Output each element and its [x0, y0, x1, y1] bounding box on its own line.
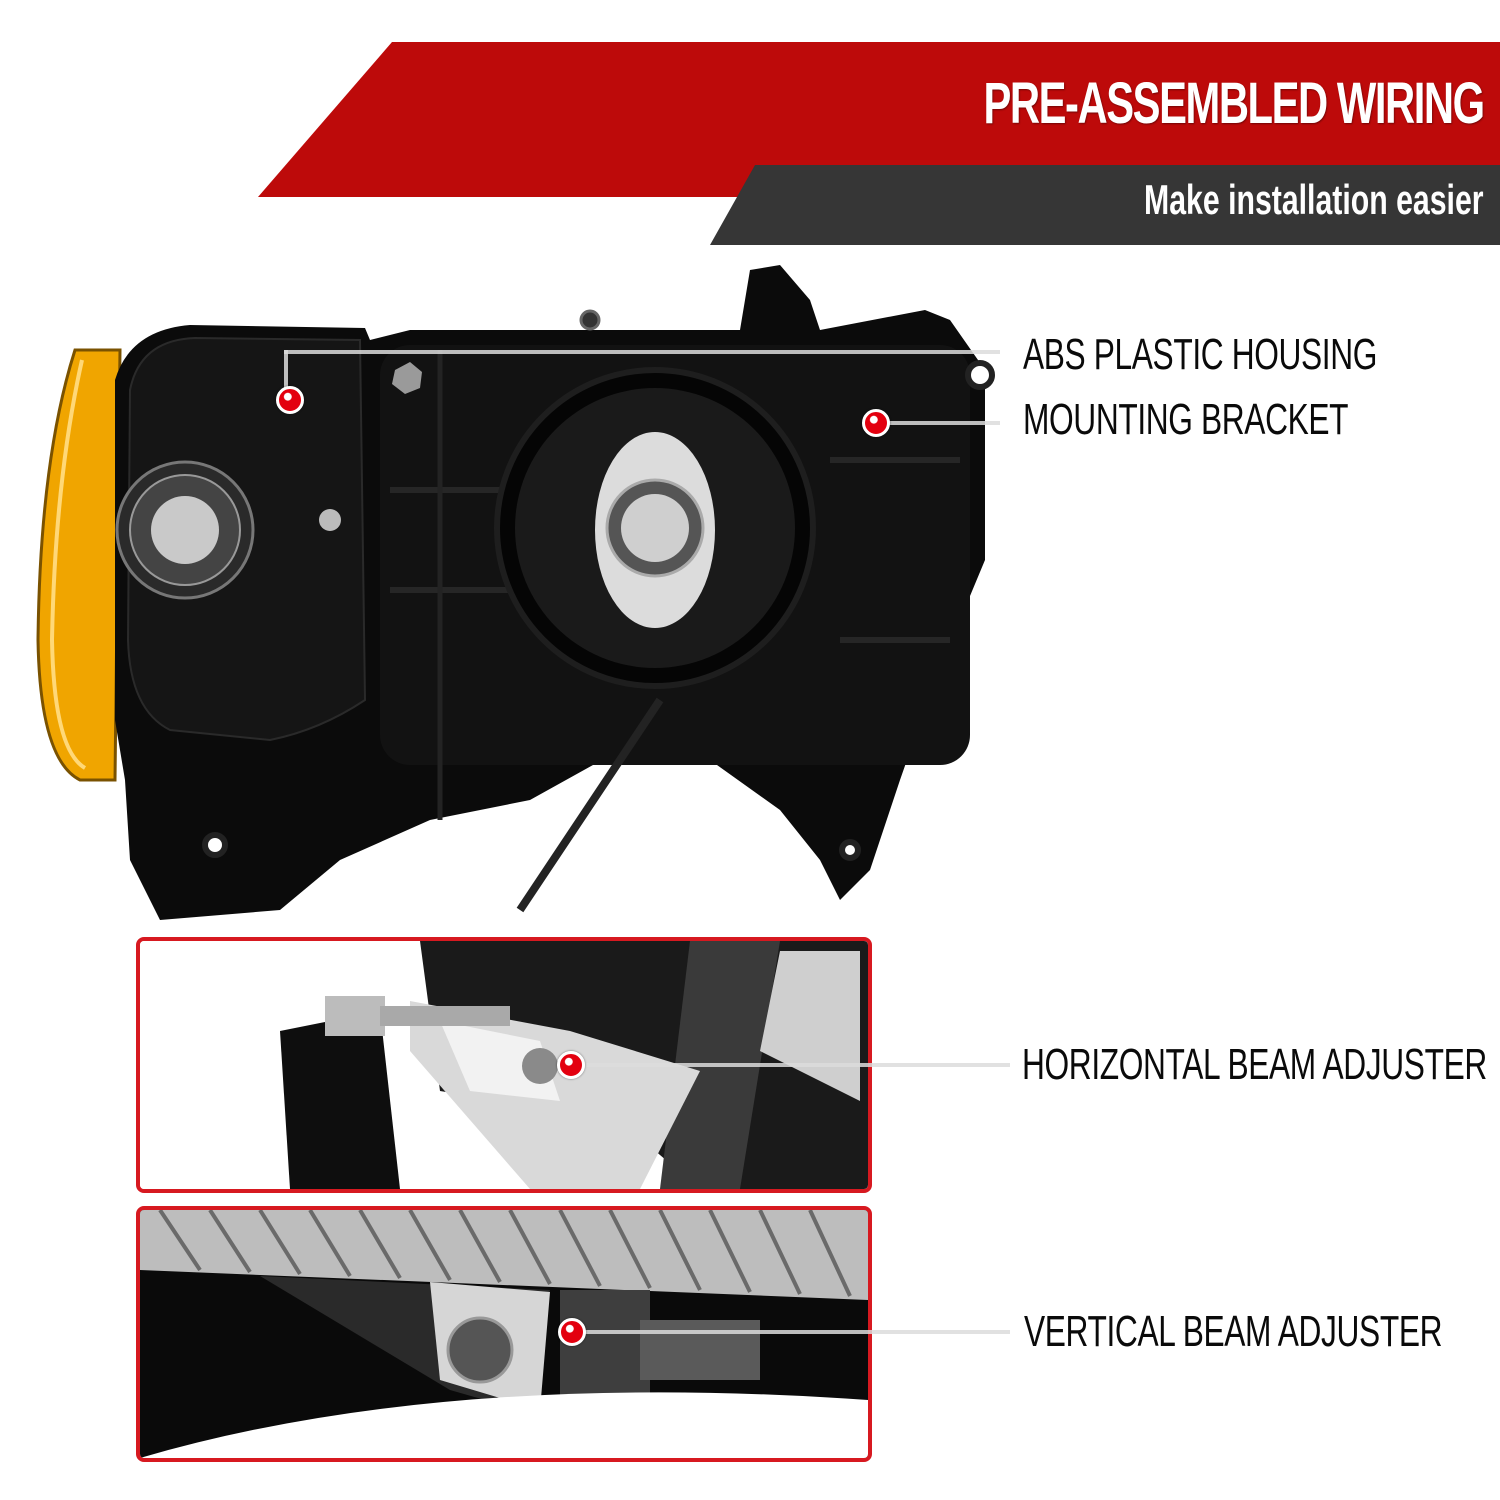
vertical-adjuster-closeup	[136, 1206, 872, 1462]
horizontal-adjuster-marker-icon	[557, 1051, 585, 1079]
banner-title: PRE-ASSEMBLED WIRING	[983, 71, 1486, 136]
abs-housing-marker-icon	[276, 386, 304, 414]
headlight-rear-image	[36, 265, 995, 920]
callout-mounting-bracket: MOUNTING BRACKET	[1023, 395, 1349, 444]
mounting-bracket-leader	[880, 421, 1000, 425]
mounting-bracket-marker-icon	[862, 409, 890, 437]
horizontal-adjuster-leader	[570, 1063, 1010, 1067]
abs-housing-leader	[284, 350, 1000, 354]
callout-horizontal-beam-adjuster: HORIZONTAL BEAM ADJUSTER	[1022, 1040, 1487, 1089]
callout-abs-plastic-housing: ABS PLASTIC HOUSING	[1023, 330, 1378, 379]
callout-vertical-beam-adjuster: VERTICAL BEAM ADJUSTER	[1024, 1307, 1443, 1356]
banner-subtitle: Make installation easier	[1144, 176, 1484, 223]
vertical-adjuster-image	[140, 1210, 868, 1458]
vertical-adjuster-leader	[572, 1330, 1010, 1334]
subtitle-banner	[710, 165, 1500, 245]
vertical-adjuster-marker-icon	[558, 1318, 586, 1346]
abs-housing-leader-vertical	[284, 350, 288, 398]
